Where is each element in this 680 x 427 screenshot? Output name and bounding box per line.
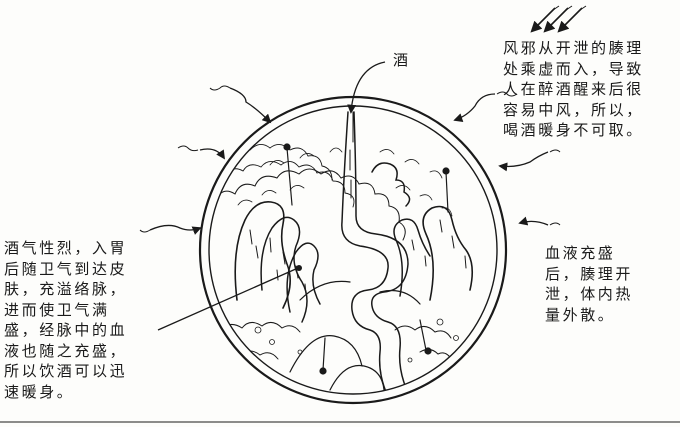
cloud-texture (214, 168, 406, 241)
caption-right: 血液充盛 后，腠理开 泄，体内热 量外散。 (545, 244, 634, 324)
falling-arrows-icon (530, 7, 583, 33)
wind-arrows (149, 87, 549, 235)
wine-label: 酒 (393, 51, 409, 69)
leader-line (157, 267, 299, 331)
wine-stream-left (341, 111, 389, 393)
wine-entry-arrow (347, 61, 386, 114)
wine-stream-right (353, 111, 409, 389)
caption-left: 酒气性烈，入胃 后随卫气到达皮 肤，充溢络脉， 进而使卫气满 盛，经脉中的血 液… (4, 239, 128, 401)
vessel-left-1 (234, 201, 291, 309)
vessel-right-1 (422, 205, 474, 301)
outer-skin-ring (198, 95, 508, 405)
caption-top-right: 风邪从开泄的腠理 处乘虚而入，导致 人在醉酒醒来后很 容易中风，所以， 喝酒暖身… (503, 39, 644, 139)
vessel-dots (283, 143, 450, 375)
lower-cloud-mass (219, 322, 452, 339)
